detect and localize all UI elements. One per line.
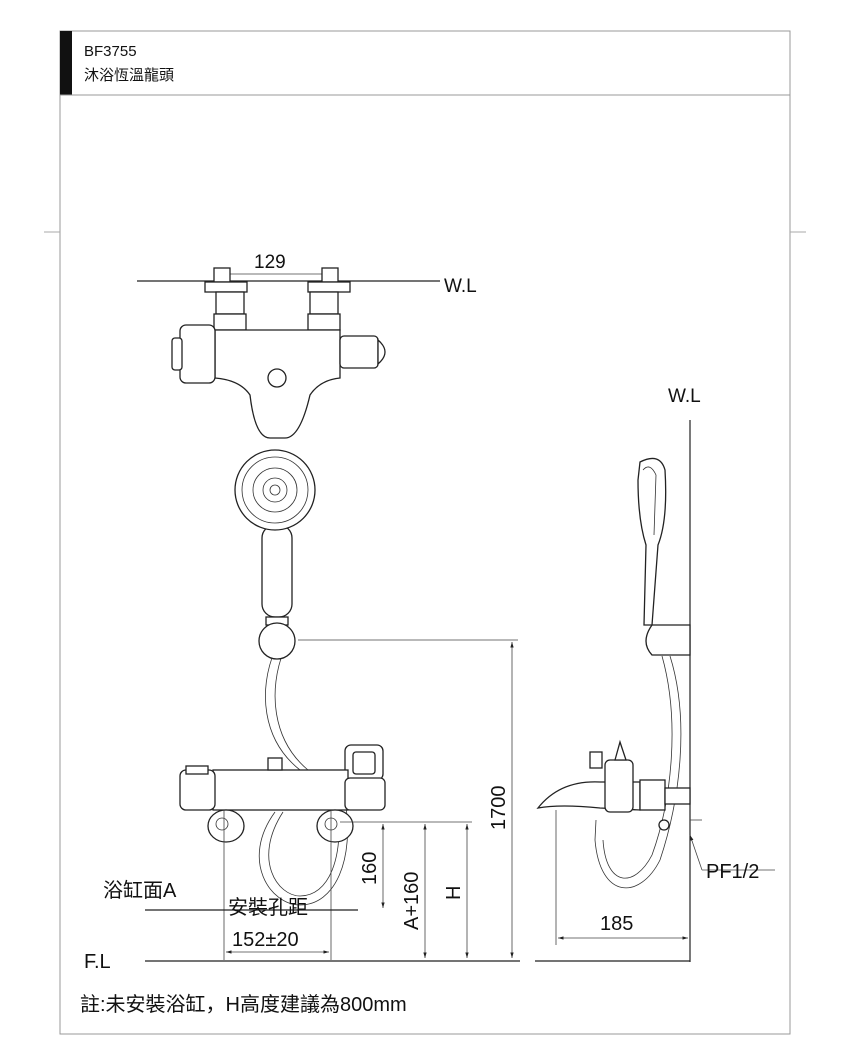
product-title: 沐浴恆溫龍頭: [84, 67, 174, 84]
inlet-spacing-dim: 129: [254, 252, 286, 273]
floor-line-label: F.L: [84, 951, 111, 973]
front-view-faucet: [179, 744, 386, 960]
front-dimensions: 160 A+160 H 1700 浴缸面A 安裝孔距 152±20 F.L: [84, 639, 520, 973]
holder-height-dim: 1700: [488, 786, 510, 831]
tub-surface-label: 浴缸面A: [103, 879, 177, 902]
drawing-frame: [59, 30, 791, 1035]
h-dim: H: [443, 886, 465, 900]
header-bar: [60, 31, 72, 95]
water-line-top-label: W.L: [444, 276, 477, 297]
hole-spacing-label: 安裝孔距: [228, 896, 308, 919]
wall-projection-dim: 185: [600, 913, 633, 935]
a-plus-160-dim: A+160: [401, 872, 423, 930]
installation-note: 註:未安裝浴缸，H高度建議為800mm: [80, 993, 407, 1016]
tub-to-inlet-dim: 160: [359, 852, 381, 885]
model-number: BF3755: [84, 43, 137, 60]
hole-spacing-dim: 152±20: [232, 929, 299, 951]
side-view: W.L PF1/2 185: [535, 386, 775, 962]
water-line-side-label: W.L: [668, 386, 701, 407]
pipe-thread-label: PF1/2: [706, 861, 759, 883]
hand-shower-front: [234, 449, 316, 771]
top-view-faucet: W.L 129: [137, 252, 477, 439]
